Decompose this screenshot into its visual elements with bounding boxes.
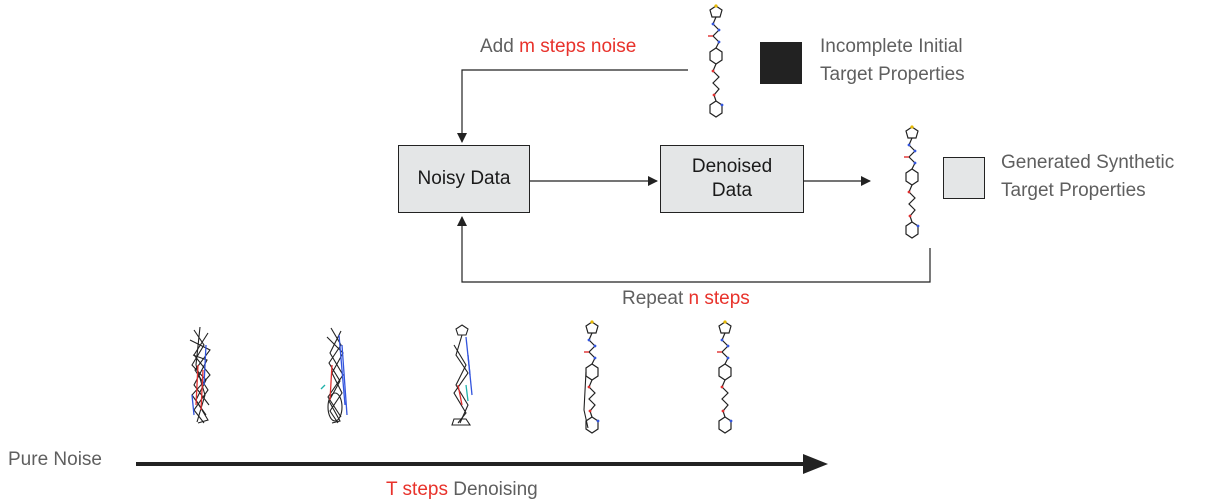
initial-properties-line1: Incomplete Initial (820, 36, 963, 57)
add-noise-label: Add m steps noise (480, 36, 637, 57)
generated-properties-swatch (943, 157, 985, 199)
denoising-axis-label: T steps Denoising (386, 479, 538, 500)
pure-noise-label: Pure Noise (8, 449, 102, 470)
add-noise-arrow (457, 69, 688, 143)
generated-properties-line2: Target Properties (1001, 180, 1146, 201)
timeline-arrowhead (803, 454, 828, 474)
generated-molecule (903, 124, 921, 239)
initial-properties-swatch (760, 42, 802, 84)
denoised-line1: Denoised (691, 156, 773, 178)
noisy-data-box: Noisy Data (398, 145, 530, 213)
noisy-molecule-2 (320, 327, 348, 424)
noisy-molecule-4 (583, 319, 601, 434)
generated-properties-line1: Generated Synthetic (1001, 152, 1175, 173)
noisy-molecule-3 (451, 324, 473, 426)
denoised-line2: Data (711, 180, 753, 201)
repeat-loop-arrow (457, 216, 931, 283)
clean-molecule-final (716, 319, 734, 434)
repeat-steps-label: Repeat n steps (622, 288, 750, 309)
noisy-molecule-1 (189, 326, 211, 424)
initial-molecule (707, 3, 725, 118)
denoised-data-box: Denoised Data (660, 145, 804, 213)
initial-properties-line2: Target Properties (820, 64, 965, 85)
